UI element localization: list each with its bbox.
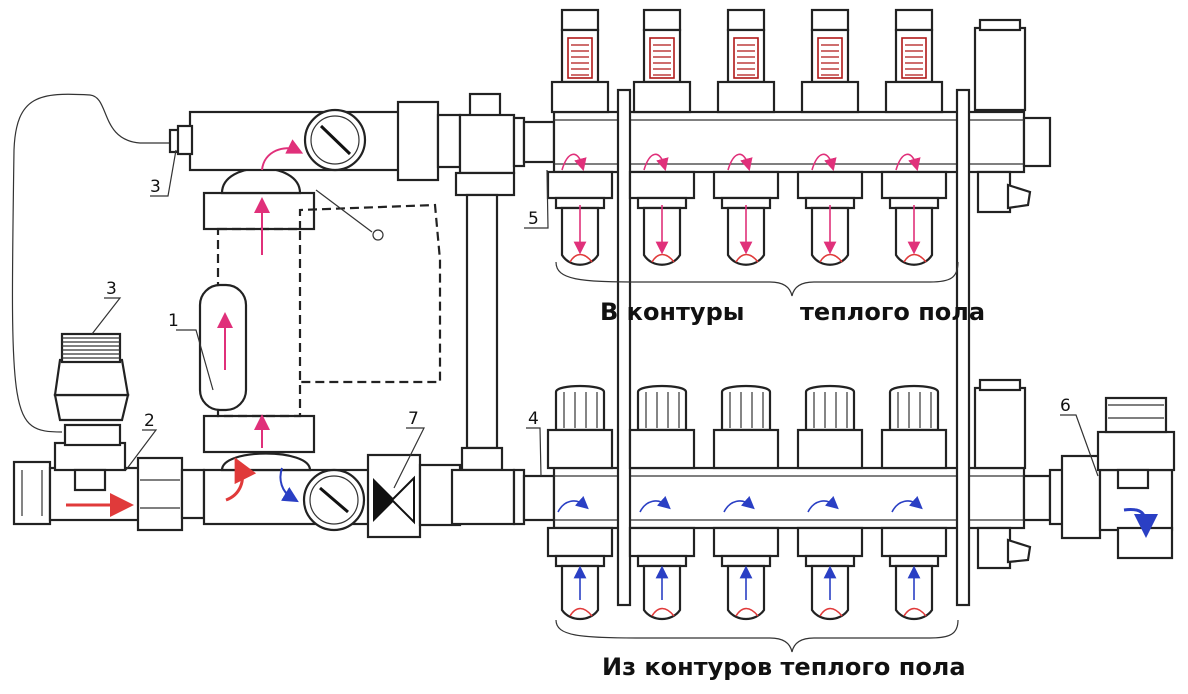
return-loop [796,384,864,621]
flowmeter-icon [810,8,850,84]
drain-valve-icon [976,170,1032,214]
union-nut-right [1048,454,1102,540]
union-nut-left [136,456,206,532]
flowmeter-icon [560,8,600,84]
supply-brace [555,261,959,297]
supply-loop [796,8,864,266]
callout-leaders [91,149,1099,489]
caption-to-circuits: В контуры [600,298,744,326]
thermal-actuator-icon [888,384,940,432]
supply-manifold [512,110,1052,174]
callout-pump: 1 [168,311,179,331]
caption-to-circuits-floor: теплого пола [800,298,985,326]
pressure-gauge-icon [302,468,366,532]
return-loop [880,384,948,621]
thermal-actuator-icon [804,384,856,432]
hot-flow-arrow [261,139,304,171]
supply-loop [880,8,948,266]
callout-sensor: 3 [150,177,161,197]
bypass-valve [1096,396,1176,560]
callout-return-connection: 4 [528,409,539,429]
return-loop [546,384,614,621]
thermal-actuator-icon [720,384,772,432]
caption-from-circuits: Из контуров теплого пола [602,653,966,681]
red-flow-arrow [225,457,257,502]
air-vent-icon [973,18,1027,112]
supply-loop [712,8,780,266]
cold-flow-arrow [1123,508,1158,538]
callout-thermo-head: 3 [106,279,117,299]
pressure-gauge-icon [303,108,367,172]
callout-check-valve: 7 [408,409,419,429]
flowmeter-icon [894,8,934,84]
thermo-valve [53,423,127,492]
supply-loop [628,8,696,266]
check-valve [366,453,462,539]
capillary-tube [11,93,180,433]
flowmeter-icon [642,8,682,84]
return-loop [712,384,780,621]
cold-flow-arrow [279,467,299,503]
flowmeter-icon [726,8,766,84]
return-loop [628,384,696,621]
mounting-brackets [616,88,971,607]
pump [198,167,442,454]
air-vent-icon [973,378,1027,470]
supply-loop [546,8,614,266]
return-brace [555,619,959,653]
drain-valve-icon [976,526,1032,570]
callout-thermo-valve: 2 [144,411,155,431]
callout-supply-connection: 5 [528,209,539,229]
thermo-head [53,332,130,422]
thermal-actuator-icon [636,384,688,432]
thermal-actuator-icon [554,384,606,432]
thermo-head-ribs [62,337,120,359]
sensor [176,124,194,156]
return-manifold [512,466,1052,530]
bypass-column [450,92,516,526]
callout-bypass-valve: 6 [1060,396,1071,416]
